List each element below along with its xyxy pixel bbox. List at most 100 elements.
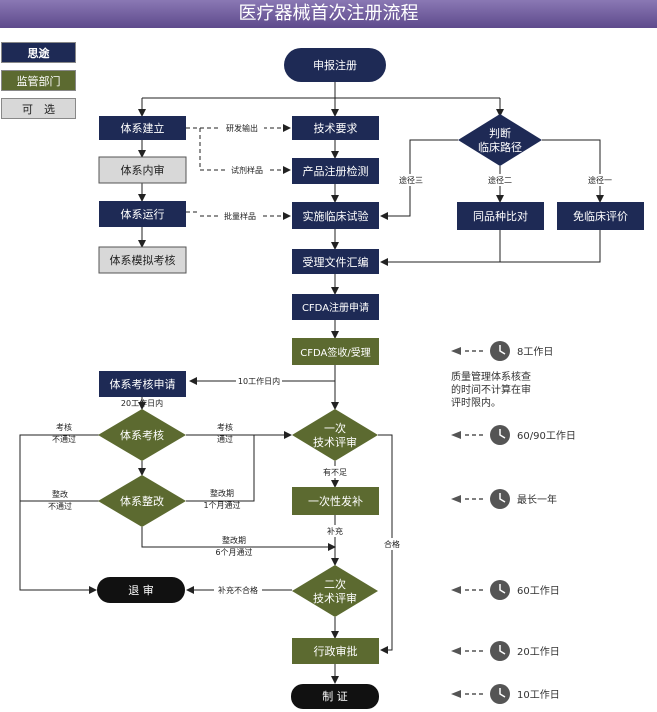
left-arrow-icon [451,690,461,698]
certify-node-label: 制 证 [322,690,348,703]
clock-icon [490,341,510,361]
legend-olive: 监管部门 [1,70,76,91]
timeline-row: 60工作日 [451,580,560,600]
label-rectify-fail-1: 整改 [52,489,68,499]
exempt-eval-label: 免临床评价 [573,209,628,223]
sys-internal-label: 体系内审 [121,163,165,177]
sys-run-box [99,201,186,227]
sys-audit-label: 体系考核 [120,428,164,442]
sys-audit-apply-label: 体系考核申请 [110,377,176,391]
apply-node-shape [284,48,386,82]
sys-rectify-label: 体系整改 [120,494,164,508]
label-ten-days-in: 10工作日内 [238,376,280,386]
timeline-row: 60/90工作日 [451,425,576,445]
label-rectify-fail-2: 不通过 [48,501,72,511]
certify-node-shape [291,684,379,709]
label-supplement-fail: 补充不合格 [218,585,258,595]
label-twenty-days-in: 20工作日内 [121,398,163,408]
timeline-row: 10工作日 [451,684,560,704]
edge-labels: 研发输出 试剂样品 批量样品 途径三 途径二 途径一 10工作日内 20工作日内… [48,122,614,596]
same-compare-label: 同品种比对 [473,209,528,223]
label-path3: 途径三 [399,175,423,185]
label-audit-fail-2: 不通过 [52,434,76,444]
tech-req-label: 技术要求 [314,122,358,135]
cfda-apply-box [292,294,379,320]
left-arrow-icon [451,586,461,594]
label-rectify-6m-1: 整改期 [222,535,246,545]
apply-node-label: 申报注册 [313,58,357,72]
clinical-trial-box [292,202,379,229]
second-review-diamond [292,565,378,617]
label-audit-pass-2: 通过 [217,434,233,444]
label-audit-fail-1: 考核 [56,422,72,432]
clock-icon [490,684,510,704]
page-title: 医疗器械首次注册流程 [0,0,657,28]
left-arrow-icon [451,347,461,355]
label-rectify-6m-2: 6个月通过 [215,547,252,557]
exempt-eval-box [557,202,644,230]
note-line-3: 评时限内。 [451,396,501,409]
cfda-receive-label: CFDA签收/受理 [300,346,370,359]
timeline-row: 8工作日 [451,341,553,361]
second-review-label-1: 二次 [324,577,346,591]
label-path2: 途径二 [488,175,512,185]
left-arrow-icon [451,431,461,439]
clock-icon [490,489,510,509]
sys-mock-box [98,246,187,274]
judge-path-diamond [458,114,542,166]
same-compare-box [457,202,544,230]
clock-icon [490,641,510,661]
timing-note: 质量管理体系核查 的时间不计算在审 评时限内。 [451,370,531,409]
clinical-trial-label: 实施临床试验 [303,209,369,223]
label-rectify-1m-1: 整改期 [210,488,234,498]
withdraw-node-label: 退 审 [128,583,154,597]
sys-audit-apply-box [99,371,186,397]
product-test-label: 产品注册检测 [303,164,369,178]
connector-paths-to-compile [381,230,601,262]
judge-path-label-2: 临床路径 [478,140,522,154]
one-supplement-label: 一次性发补 [308,494,363,508]
label-rd-output: 研发输出 [226,123,258,133]
tech-req-box [292,116,379,140]
left-arrow-icon [451,495,461,503]
one-supplement-box [292,487,379,515]
accept-compile-label: 受理文件汇编 [303,255,369,269]
admin-approval-label: 行政审批 [314,644,358,658]
sys-run-label: 体系运行 [121,207,165,221]
label-trial-sample: 试剂样品 [231,165,263,175]
first-review-label-2: 技术评审 [313,435,357,449]
clock-icon [490,580,510,600]
sys-mock-label: 体系模拟考核 [110,253,176,267]
sys-audit-diamond [98,409,186,461]
first-review-diamond [292,409,378,461]
label-audit-pass-1: 考核 [217,422,233,432]
timeline-label: 最长一年 [517,493,557,506]
connector-rectify-6m [141,527,336,551]
label-qualified: 合格 [384,539,400,549]
timeline-row: 最长一年 [451,489,557,509]
boxes: 申报注册 体系建立 体系内审 体系运行 体系模拟考核 技术要求 产品注册检测 实… [97,48,644,709]
label-rectify-1m-2: 1个月通过 [203,500,240,510]
label-insufficient: 有不足 [323,467,347,477]
left-arrow-icon [451,647,461,655]
label-supplement: 补充 [327,526,343,536]
product-test-box [292,158,379,184]
cfda-apply-label: CFDA注册申请 [302,301,369,314]
withdraw-node-shape [97,577,185,603]
timeline-label: 60工作日 [517,585,560,597]
legend-gray: 可 选 [1,98,76,119]
timeline-row: 20工作日 [451,641,560,661]
sys-build-box [99,116,186,140]
admin-approval-box [292,638,379,664]
connector-audit-fail [19,434,99,594]
judge-path-label-1: 判断 [489,126,511,140]
legend-navy: 思途 [1,42,76,63]
label-batch-sample: 批量样品 [224,211,256,221]
note-line-1: 质量管理体系核查 [451,370,531,383]
connector-dash-left [186,127,200,213]
note-line-2: 的时间不计算在审 [451,383,531,396]
first-review-label-1: 一次 [324,421,346,435]
